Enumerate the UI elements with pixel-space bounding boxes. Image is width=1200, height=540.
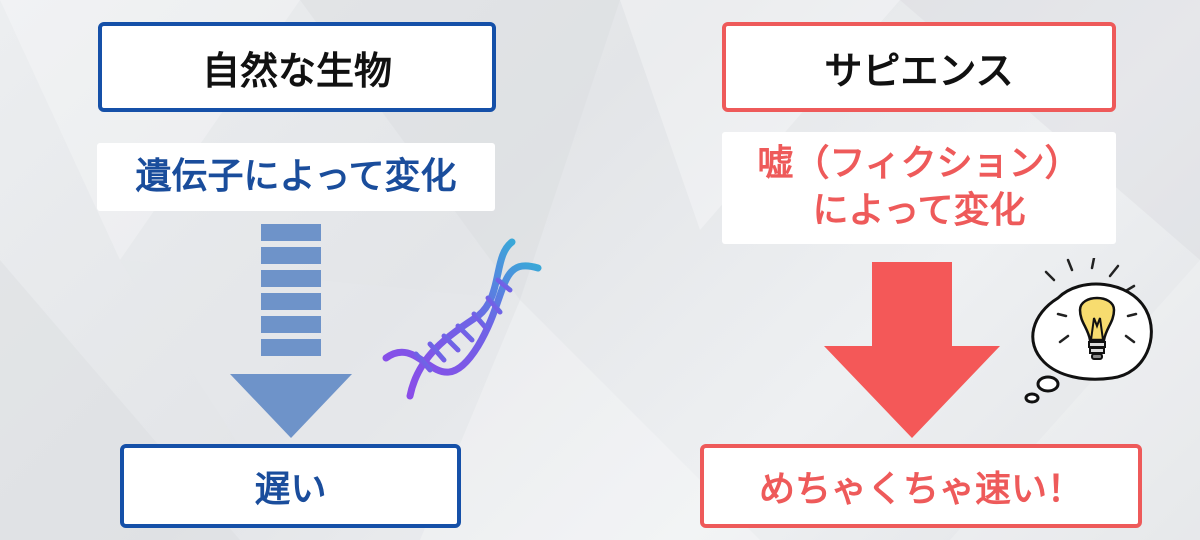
right-note-line2: によって変化 (812, 190, 1026, 231)
dna-icon (382, 238, 542, 400)
left-result-box: 遅い (120, 444, 461, 528)
right-title-text: サピエンス (824, 48, 1014, 93)
right-fast-arrow (824, 262, 1000, 438)
left-note-text: 遺伝子によって変化 (135, 155, 457, 197)
arrow-stripe (261, 316, 321, 333)
right-title-box: サピエンス (722, 22, 1116, 112)
left-slow-arrow (230, 224, 352, 438)
right-note-box: 嘘（フィクション） によって変化 (722, 132, 1116, 244)
arrow-stripe (261, 293, 321, 310)
left-note-box: 遺伝子によって変化 (97, 143, 495, 211)
left-title-box: 自然な生物 (98, 22, 496, 112)
arrow-head (230, 374, 352, 438)
left-arrow-stripes (230, 224, 352, 438)
arrow-stripe (261, 224, 321, 241)
right-result-box: めちゃくちゃ速い！ (700, 444, 1142, 528)
arrow-stripe (261, 270, 321, 287)
arrow-stripe (261, 339, 321, 356)
right-result-text: めちゃくちゃ速い！ (758, 469, 1083, 510)
left-result-text: 遅い (254, 469, 327, 510)
arrow-stripe (261, 247, 321, 264)
lightbulb-thought-icon (1024, 258, 1153, 404)
left-title-text: 自然な生物 (201, 48, 392, 93)
right-note-line1: 嘘（フィクション） (757, 143, 1081, 185)
